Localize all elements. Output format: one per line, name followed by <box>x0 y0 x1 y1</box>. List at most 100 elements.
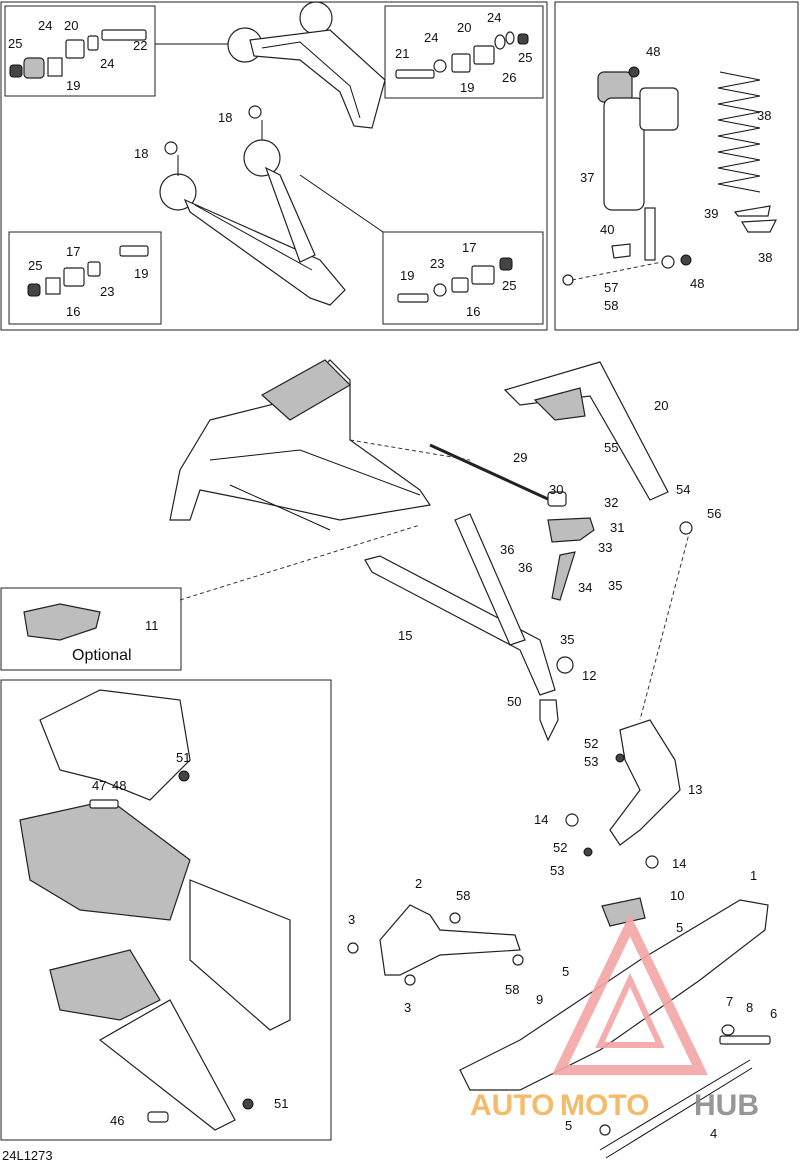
callout-39: 38 <box>758 250 772 265</box>
nut-44-top <box>628 66 640 78</box>
watermark-triangle <box>552 913 708 1075</box>
callout-33: 33 <box>598 540 612 555</box>
bushing-18b <box>164 141 178 155</box>
callout-32: 32 <box>604 495 618 510</box>
callout-58: 58 <box>505 982 519 997</box>
chassis-section-left <box>169 359 432 521</box>
callout-23: 21 <box>395 46 409 61</box>
nut-58a <box>449 912 461 924</box>
callout-58: 58 <box>456 888 470 903</box>
chassis-panel <box>0 679 332 1141</box>
bushing-14b <box>645 855 659 869</box>
shock-spring <box>717 71 761 193</box>
callout-10: 10 <box>670 888 684 903</box>
ski-handle-10 <box>601 897 646 927</box>
callout-16: 16 <box>466 304 480 319</box>
optional-frame <box>0 587 182 671</box>
callout-labels: 25 24 20 24 19 22 21 24 20 24 25 26 19 1… <box>2 10 777 1163</box>
callout-31: 31 <box>610 520 624 535</box>
ski-assembly <box>347 897 771 1159</box>
callout-7: 7 <box>726 994 733 1009</box>
bolt-56 <box>562 274 574 286</box>
callout-47: 48 <box>112 778 126 793</box>
callout-44: 48 <box>646 44 660 59</box>
callout-8: 8 <box>746 1000 753 1015</box>
inset-hardware-1 <box>4 5 156 97</box>
nut-53b <box>583 847 593 857</box>
callout-30: 30 <box>549 482 563 497</box>
nut-53a <box>615 753 625 763</box>
optional-bracket-11 <box>23 603 101 641</box>
callout-36: 36 <box>518 560 532 575</box>
callout-40: 39 <box>704 206 718 221</box>
upper-arm-20 <box>503 361 669 501</box>
callout-17: 17 <box>462 240 476 255</box>
callout-27: 25 <box>518 50 532 65</box>
circlip-12 <box>556 656 574 674</box>
chassis-lower-arm <box>98 999 236 1131</box>
bracket-31 <box>547 517 595 543</box>
watermark: AUTO MOTO HUB <box>470 913 759 1122</box>
hardware-stack-2 <box>395 31 529 79</box>
panel-frame-upper-left <box>0 1 548 331</box>
callout-43: 40 <box>600 222 614 237</box>
link-34 <box>551 551 576 601</box>
callout-16: 16 <box>66 304 80 319</box>
callout-22: 20 <box>457 20 471 35</box>
spindle-13 <box>609 719 681 846</box>
callout-27: 25 <box>502 278 516 293</box>
callout-2: 2 <box>415 876 422 891</box>
callout-54: 53 <box>550 863 564 878</box>
callout-4: 4 <box>710 1126 717 1141</box>
callout-20: 20 <box>654 398 668 413</box>
nut-5-bottom <box>599 1124 611 1136</box>
nut-58b <box>512 954 524 966</box>
callout-18: 18 <box>218 110 232 125</box>
bolt-46 <box>89 799 119 809</box>
ball-joint-50 <box>539 699 559 742</box>
callout-51: 54 <box>676 482 690 497</box>
callout-21: 19 <box>460 80 474 95</box>
callout-14: 14 <box>672 856 686 871</box>
washer-8 <box>721 1024 735 1036</box>
chassis-lower-bracket <box>49 949 161 1021</box>
callout-48: 51 <box>176 750 190 765</box>
callout-57: 58 <box>604 298 618 313</box>
nut-44-bottom <box>680 254 692 266</box>
callout-17: 17 <box>66 244 80 259</box>
optional-label: Optional <box>72 647 132 664</box>
callout-15: 15 <box>398 628 412 643</box>
suspension-assembly <box>169 359 693 869</box>
inset-hardware-3 <box>8 231 162 325</box>
chassis-right-arm <box>189 879 291 1031</box>
tie-rod-end-55 <box>679 521 693 535</box>
chassis-frame <box>19 799 191 921</box>
shock-mini <box>260 359 351 421</box>
callout-25: 23 <box>100 284 114 299</box>
callout-44: 48 <box>690 276 704 291</box>
callout-22: 20 <box>64 18 78 33</box>
nut-48-top <box>178 770 190 782</box>
callout-21: 19 <box>66 78 80 93</box>
callout-19: 19 <box>400 268 414 283</box>
callout-29: 29 <box>513 450 527 465</box>
callout-37: 37 <box>580 170 594 185</box>
bushing-14a <box>565 813 579 827</box>
callout-34: 34 <box>578 580 592 595</box>
callout-5: 5 <box>562 964 569 979</box>
spring-retainer <box>740 219 778 233</box>
callout-52: 55 <box>604 440 618 455</box>
panel-frame-chassis <box>0 679 332 1141</box>
callout-45: 46 <box>110 1113 124 1128</box>
shock-absorber <box>597 71 679 269</box>
callout-26: 24 <box>424 30 438 45</box>
callout-3: 3 <box>404 1000 411 1015</box>
stopper-43 <box>611 243 631 259</box>
hardware-stack-3 <box>27 245 149 297</box>
callout-26: 24 <box>100 56 114 71</box>
callout-14: 14 <box>534 812 548 827</box>
callout-18: 18 <box>134 146 148 161</box>
callout-24: 22 <box>133 38 147 53</box>
callout-13: 13 <box>688 782 702 797</box>
